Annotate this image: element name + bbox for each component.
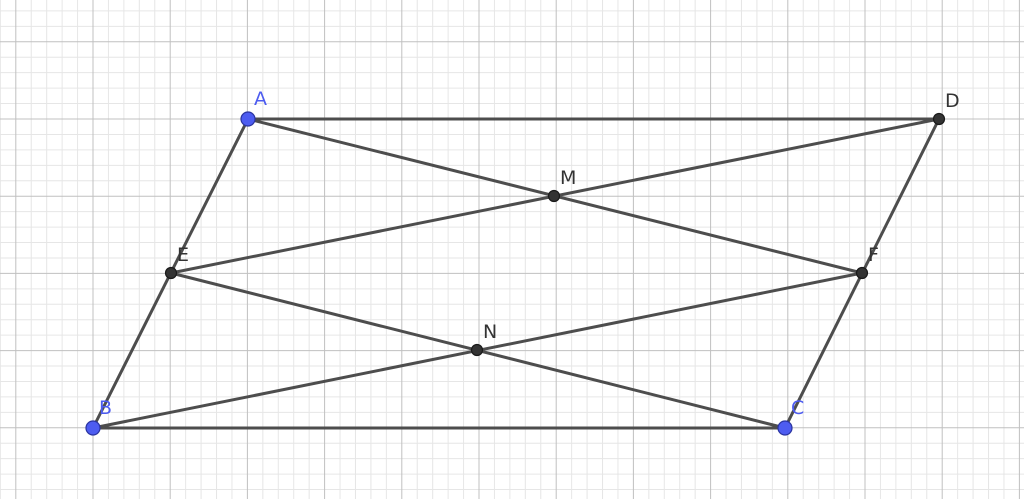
point-F[interactable] — [855, 266, 869, 280]
point-C[interactable] — [777, 420, 793, 436]
points-layer: A B C D E F M N — [85, 88, 960, 436]
point-label-N: N — [483, 321, 497, 343]
point-M[interactable] — [547, 189, 561, 203]
point-label-C: C — [791, 397, 804, 419]
point-label-E: E — [177, 244, 189, 266]
point-E[interactable] — [164, 266, 178, 280]
point-label-M: M — [560, 167, 576, 189]
point-label-A: A — [254, 88, 267, 110]
point-label-D: D — [945, 90, 960, 112]
point-label-F: F — [868, 244, 879, 266]
point-A[interactable] — [240, 111, 256, 127]
point-D[interactable] — [932, 112, 946, 126]
point-label-B: B — [99, 397, 112, 419]
point-N[interactable] — [470, 343, 484, 357]
point-B[interactable] — [85, 420, 101, 436]
